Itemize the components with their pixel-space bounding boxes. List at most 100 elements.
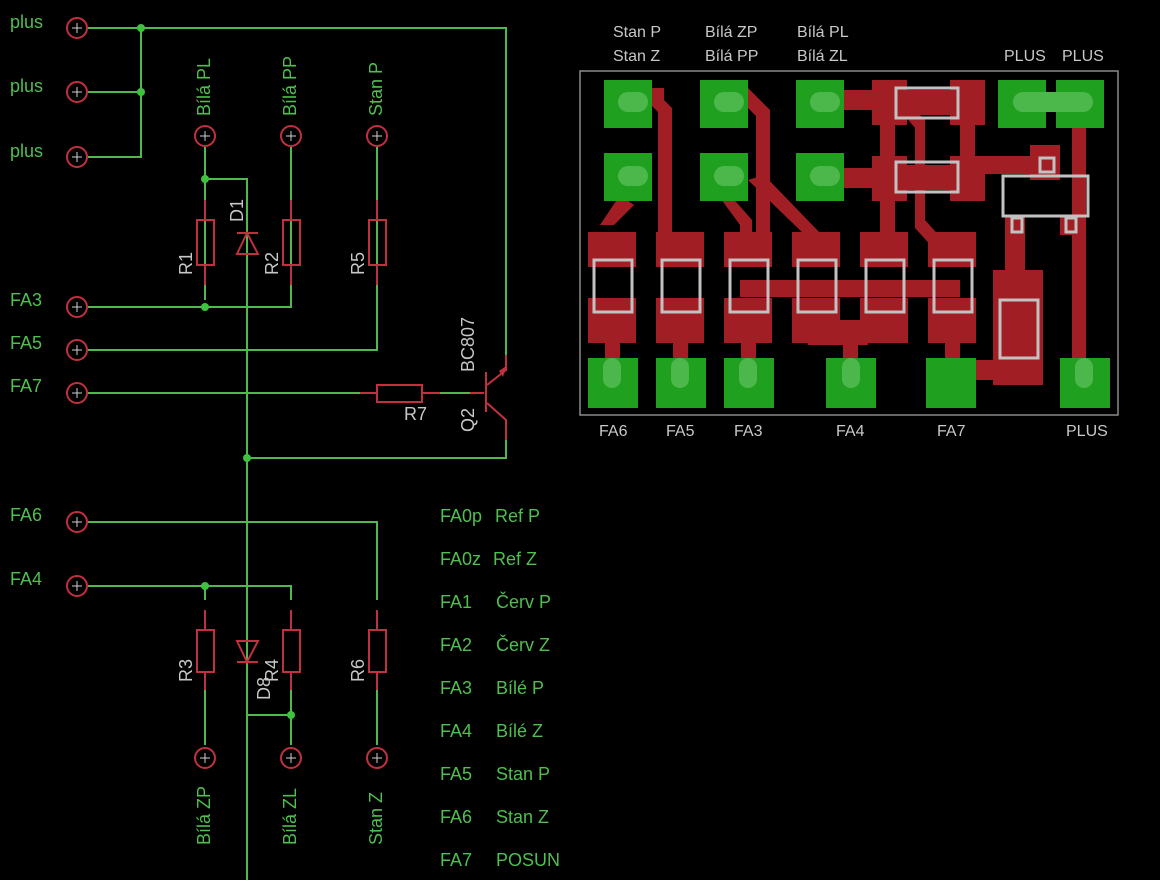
connector-plus-1[interactable]: plus xyxy=(10,12,88,39)
pcb-layout: Stan P Stan Z Bílá ZP Bílá PP Bílá PL Bí… xyxy=(579,24,1119,440)
connector-fa3[interactable]: FA3 xyxy=(10,290,88,318)
legend-row: FA5 Stan P xyxy=(440,764,550,784)
connector-label: Stan P xyxy=(366,62,386,116)
connector-fa6[interactable]: FA6 xyxy=(10,505,88,533)
svg-text:POSUN: POSUN xyxy=(496,850,560,870)
resistor-r6[interactable]: R6 xyxy=(348,610,387,690)
connector-label: Bílá PL xyxy=(194,58,214,116)
connector-label: FA5 xyxy=(10,333,42,353)
pcb-label: PLUS xyxy=(1062,48,1104,65)
wires xyxy=(88,27,507,880)
svg-text:FA7: FA7 xyxy=(440,850,472,870)
svg-text:FA4: FA4 xyxy=(440,721,472,741)
pcb-label: Bílá PL xyxy=(797,24,849,41)
connector-fa5[interactable]: FA5 xyxy=(10,333,88,361)
connector-label: plus xyxy=(10,76,43,96)
connector-bila-zl[interactable]: Bílá ZL xyxy=(280,747,302,845)
resistor-r1[interactable]: R1 xyxy=(176,200,215,285)
resistor-r5[interactable]: R5 xyxy=(348,200,387,285)
svg-text:FA0z: FA0z xyxy=(440,549,481,569)
pcb-label: Bílá PP xyxy=(705,48,758,65)
svg-text:FA0p: FA0p xyxy=(440,506,482,526)
part-label: Q2 xyxy=(458,408,478,432)
connector-label: FA4 xyxy=(10,569,42,589)
pcb-label: FA5 xyxy=(666,423,695,440)
svg-text:Ref Z: Ref Z xyxy=(493,549,537,569)
svg-text:FA6: FA6 xyxy=(440,807,472,827)
connector-label: Bílá PP xyxy=(280,56,300,116)
svg-text:Stan P: Stan P xyxy=(496,764,550,784)
connector-bila-pl[interactable]: Bílá PL xyxy=(194,58,216,147)
svg-text:Stan Z: Stan Z xyxy=(496,807,549,827)
silkscreen xyxy=(592,86,1090,360)
part-label: R1 xyxy=(176,252,196,275)
transistor-q2[interactable]: BC807 Q2 xyxy=(458,317,507,440)
pcb-label: Bílá ZL xyxy=(797,48,848,65)
connector-label: plus xyxy=(10,12,43,32)
pcb-label: FA6 xyxy=(599,423,628,440)
connector-fa4[interactable]: FA4 xyxy=(10,569,88,597)
pcb-label: Bílá ZP xyxy=(705,24,757,41)
connector-label: plus xyxy=(10,141,43,161)
pcb-label: FA3 xyxy=(734,423,763,440)
part-label: D1 xyxy=(227,199,247,222)
pcb-labels-bottom: FA6 FA5 FA3 FA4 FA7 PLUS xyxy=(599,423,1108,440)
pcb-labels-top: Stan P Stan Z Bílá ZP Bílá PP Bílá PL Bí… xyxy=(613,24,1104,65)
board-outline xyxy=(579,70,1119,416)
diode-d1[interactable]: D1 xyxy=(227,199,260,255)
part-label: R2 xyxy=(262,252,282,275)
connector-label: Bílá ZL xyxy=(280,788,300,845)
legend-row: FA1 Červ P xyxy=(440,591,551,612)
part-label: R6 xyxy=(348,659,368,682)
part-label: R7 xyxy=(404,404,427,424)
legend-row: FA6 Stan Z xyxy=(440,807,549,827)
connector-plus-3[interactable]: plus xyxy=(10,141,88,168)
svg-text:FA5: FA5 xyxy=(440,764,472,784)
pcb-label: FA7 xyxy=(937,423,966,440)
part-label: R4 xyxy=(262,659,282,682)
legend-row: FA2 Červ Z xyxy=(440,634,550,655)
diode-d8[interactable]: D8 xyxy=(235,640,274,700)
legend-row: FA3 Bílé P xyxy=(440,678,544,698)
pads xyxy=(588,80,1110,408)
connector-label: Stan Z xyxy=(366,792,386,845)
pcb-label: Stan P xyxy=(613,24,661,41)
svg-text:Ref P: Ref P xyxy=(495,506,540,526)
svg-text:Bílé Z: Bílé Z xyxy=(496,721,543,741)
connector-stan-p[interactable]: Stan P xyxy=(366,62,388,147)
pcb-label: FA4 xyxy=(836,423,865,440)
svg-text:FA2: FA2 xyxy=(440,635,472,655)
connector-label: FA6 xyxy=(10,505,42,525)
legend-row: FA0p Ref P xyxy=(440,506,540,526)
junctions xyxy=(137,24,295,719)
connector-fa7[interactable]: FA7 xyxy=(10,376,88,404)
connector-label: FA3 xyxy=(10,290,42,310)
part-label: R3 xyxy=(176,659,196,682)
pcb-label: PLUS xyxy=(1004,48,1046,65)
legend-row: FA7 POSUN xyxy=(440,850,560,870)
resistor-r2[interactable]: R2 xyxy=(262,200,301,285)
resistor-r7[interactable]: R7 xyxy=(360,384,440,424)
legend-row: FA4 Bílé Z xyxy=(440,721,543,741)
svg-text:Červ Z: Červ Z xyxy=(496,634,550,655)
part-label: R5 xyxy=(348,252,368,275)
pcb-label: Stan Z xyxy=(613,48,660,65)
connector-plus-2[interactable]: plus xyxy=(10,76,88,103)
pcb-label: PLUS xyxy=(1066,423,1108,440)
svg-text:FA1: FA1 xyxy=(440,592,472,612)
resistor-r4[interactable]: R4 xyxy=(262,610,301,690)
connector-stan-z[interactable]: Stan Z xyxy=(366,747,388,845)
part-label: D8 xyxy=(254,677,274,700)
connector-label: Bílá ZP xyxy=(194,786,214,845)
part-value: BC807 xyxy=(458,317,478,372)
resistor-r3[interactable]: R3 xyxy=(176,610,215,690)
svg-text:Červ P: Červ P xyxy=(496,591,551,612)
legend-row: FA0z Ref Z xyxy=(440,549,537,569)
svg-text:Bílé P: Bílé P xyxy=(496,678,544,698)
connector-bila-zp[interactable]: Bílá ZP xyxy=(194,747,216,845)
connector-label: FA7 xyxy=(10,376,42,396)
connector-bila-pp[interactable]: Bílá PP xyxy=(280,56,302,147)
svg-text:FA3: FA3 xyxy=(440,678,472,698)
